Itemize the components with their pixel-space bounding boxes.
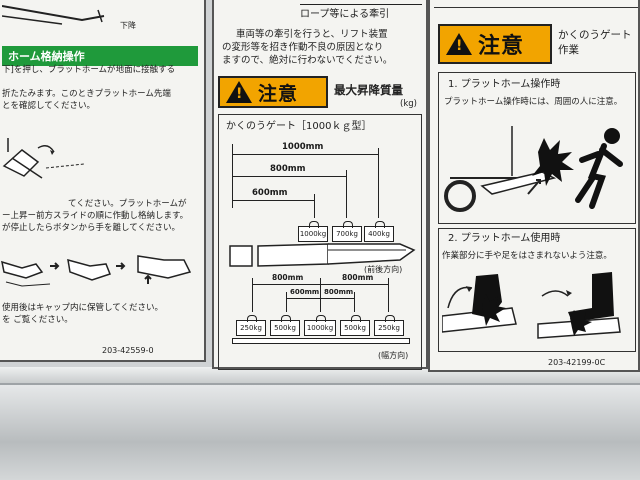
pinch-hazard-pictogram [442,272,621,339]
operation-hazard-pictogram [444,126,623,212]
side-tick-1 [252,278,253,312]
left-code: 203-42559-0 [102,346,154,355]
side-tick-5 [388,278,389,312]
right-header-1: かくのうゲート [558,29,632,41]
right-top-strip [434,0,638,8]
para2-line3: が停止したらボタンから手を離してください。 [2,223,180,233]
dim-label-800: 800mm [270,164,306,174]
caution-badge: 注意 [218,76,328,108]
sec2-title: 2. プラットホーム使用時 [448,233,561,244]
dim-side-right [320,284,388,285]
dim-side-inner-left [286,298,320,299]
right-sticker: 注意 かくのうゲート 作業 1. プラットホーム操作時 プラットホーム操作時には… [428,0,640,372]
right-code: 203-42199-0C [548,358,606,367]
para2-line1: てください。プラットホームが [68,199,187,209]
dim-side-label-1: 800mm [272,273,304,282]
dim-line-800 [232,176,346,177]
dim-side-label-3: 600mm [290,288,320,296]
side-tick-4 [354,292,355,312]
para1-line1: 下]を押し、プラットホームが地面に接触する [2,65,176,75]
left-sticker: 下降 ホーム格納操作 下]を押し、プラットホームが地面に接触する 折たたみます。… [0,0,206,362]
top-text-3: ますので、絶対に行わないでください。 [222,55,393,66]
drop-label: 下降 [120,21,136,30]
weight-front-700: 700kg [332,221,362,242]
section-title: ホーム格納操作 [2,46,198,66]
dim-end-1000 [378,148,379,218]
fold-diagram [2,138,85,179]
para1-line3: 折たたみます。このときプラットホーム先端 [2,89,171,99]
gate-diagram-box [218,114,422,370]
dim-line-600 [232,200,314,201]
dim-side-label-4: 800mm [324,288,354,296]
side-tick-2 [286,292,287,312]
sec1-box [438,72,636,224]
platform-width-bar [232,338,410,344]
unit-label: (kg) [400,99,417,109]
para3-line1: 使用後はキャップ内に保管してください。 [2,303,163,313]
dim-end-600 [314,194,315,218]
dim-side-left [252,284,320,285]
dim-end-800 [346,170,347,218]
platform-side-view [229,243,416,267]
max-title: 最大昇降質量 [334,83,403,97]
side-tick-3 [320,278,321,312]
para1-line4: とを確認してください。 [2,101,95,111]
right-warning-triangle-icon [446,33,472,55]
caution-label: 注意 [258,82,299,105]
rope-label: ロープ等による牽引 [300,9,390,20]
weight-side-3: 1000kg [304,315,336,336]
dim-label-1000: 1000mm [282,142,324,152]
dim-label-600: 600mm [252,188,288,198]
para3-line2: を ご覧ください。 [2,315,73,325]
weight-front-400: 400kg [364,221,394,242]
sec1-text: プラットホーム操作時には、周囲の人に注意。 [444,97,623,107]
gate-title: かくのうゲート［1000ｋｇ型］ [226,121,372,132]
dim-side-label-2: 800mm [342,273,374,282]
warning-triangle-icon [226,81,252,103]
sec2-text: 作業部分に手や足をはさまれないよう注意。 [442,251,612,261]
top-text-2: の変形等を招き作動不良の原因となり [222,42,384,53]
side-dir-label: (幅方向) [378,351,409,360]
dim-line-1000 [232,154,378,155]
weight-side-4: 500kg [340,315,370,336]
weight-side-1: 250kg [236,315,266,336]
arm-diagram-top [2,5,105,25]
para2-line2: ー上昇ー前方スライドの順に作動し格納します。 [2,211,189,221]
right-caution-badge: 注意 [438,24,552,64]
stow-sequence-diagram [1,255,192,287]
top-text-1: 車両等の牽引を行うと、リフト装置 [236,29,388,40]
middle-sticker: ロープ等による牽引 車両等の牽引を行うと、リフト装置 の変形等を招き作動不良の原… [212,0,428,370]
sec2-box [438,228,636,352]
weight-side-2: 500kg [270,315,300,336]
vehicle-frame [0,385,640,480]
sec1-title: 1. プラットホーム操作時 [448,79,561,90]
right-caution-label: 注意 [478,34,525,59]
weight-side-5: 250kg [374,315,404,336]
rope-underline [300,4,422,5]
right-header-2: 作業 [558,44,579,56]
dim-side-inner-right [320,298,354,299]
weight-front-1000: 1000kg [298,221,328,242]
front-dir-label: (前後方向) [364,265,403,274]
